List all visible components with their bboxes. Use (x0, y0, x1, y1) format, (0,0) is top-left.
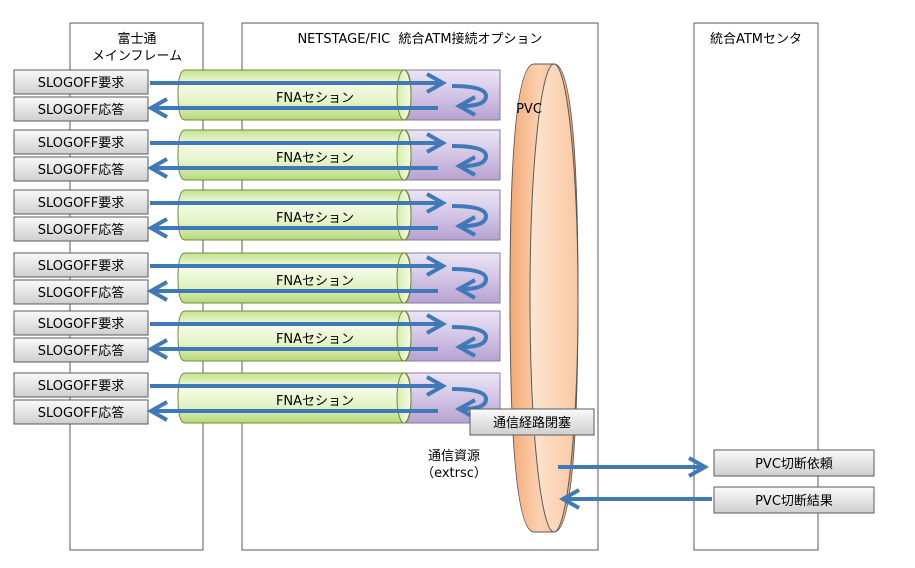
slogoff-request-box (13, 372, 149, 398)
loopback-arrow (451, 267, 489, 289)
fna-session-cylinder-end (396, 189, 412, 241)
session-rows: FNAセション SLOGOFF要求 SLOGOFF応答 FNAセション SLOGOFF要… (13, 69, 501, 425)
pvc-request-box (713, 449, 875, 477)
loopback-arrow (451, 84, 489, 106)
session-row: FNAセション SLOGOFF要求 SLOGOFF応答 (13, 252, 501, 305)
slogoff-response-label: SLOGOFF応答 (38, 285, 125, 301)
slogoff-request-box (13, 129, 149, 155)
slogoff-response-label: SLOGOFF応答 (38, 162, 125, 178)
fna-session-cylinder-end (396, 310, 412, 362)
slogoff-response-label: SLOGOFF応答 (38, 405, 125, 421)
slogoff-request-box (13, 252, 149, 278)
slogoff-request-label: SLOGOFF要求 (38, 379, 125, 394)
pvc-result-label: PVC切断結果 (755, 494, 833, 509)
session-row: FNAセション SLOGOFF要求 SLOGOFF応答 (13, 372, 501, 425)
slogoff-request-box (13, 69, 149, 95)
slogoff-response-box (13, 399, 149, 425)
slogoff-request-box (13, 189, 149, 215)
pvc-request-label: PVC切断依頼 (755, 457, 833, 472)
slogoff-response-label: SLOGOFF応答 (38, 222, 125, 238)
loopback-arrow (451, 204, 489, 226)
fna-session-cylinder-end (396, 129, 412, 181)
slogoff-response-label: SLOGOFF応答 (38, 102, 125, 118)
mainframe-title-line2: メインフレーム (92, 49, 182, 64)
fna-session-label: FNAセション (276, 332, 354, 347)
slogoff-request-label: SLOGOFF要求 (38, 317, 125, 332)
slogoff-request-label: SLOGOFF要求 (38, 196, 125, 211)
route-close-box (469, 408, 595, 436)
session-row: FNAセション SLOGOFF要求 SLOGOFF応答 (13, 310, 501, 363)
route-close-label: 通信経路閉塞 (493, 415, 571, 431)
resource-label-line2: （extrsc） (421, 466, 487, 481)
slogoff-request-label: SLOGOFF要求 (38, 259, 125, 274)
slogoff-request-label: SLOGOFF要求 (38, 136, 125, 151)
fna-session-label: FNAセション (276, 394, 354, 409)
session-row: FNAセション SLOGOFF要求 SLOGOFF応答 (13, 189, 501, 242)
resource-label-line1: 通信資源 (428, 449, 480, 464)
session-row: FNAセション SLOGOFF要求 SLOGOFF応答 (13, 69, 501, 122)
pvc-label: PVC (516, 102, 542, 117)
fna-session-cylinder-end (396, 372, 412, 424)
loopback-arrow (451, 325, 489, 347)
fna-session-label: FNAセション (276, 211, 354, 226)
slogoff-request-label: SLOGOFF要求 (38, 76, 125, 91)
loopback-arrow (451, 144, 489, 166)
pvc-result-box (713, 486, 875, 514)
slogoff-response-box (13, 156, 149, 182)
slogoff-response-label: SLOGOFF応答 (38, 343, 125, 359)
mainframe-title-line1: 富士通 (117, 31, 156, 47)
pvc-cylinder (509, 63, 579, 533)
fna-session-label: FNAセション (276, 274, 354, 289)
slogoff-response-box (13, 96, 149, 122)
slogoff-request-box (13, 310, 149, 336)
option-title: NETSTAGE/FIC 統合ATM接続オプション (297, 31, 542, 47)
fna-session-label: FNAセション (276, 151, 354, 166)
loopback-arrow (451, 387, 489, 409)
fna-session-cylinder-end (396, 69, 412, 121)
session-row: FNAセション SLOGOFF要求 SLOGOFF応答 (13, 129, 501, 182)
fna-session-cylinder-end (396, 252, 412, 304)
center-title: 統合ATMセンタ (710, 32, 802, 47)
slogoff-response-box (13, 279, 149, 305)
fna-session-label: FNAセション (276, 91, 354, 106)
